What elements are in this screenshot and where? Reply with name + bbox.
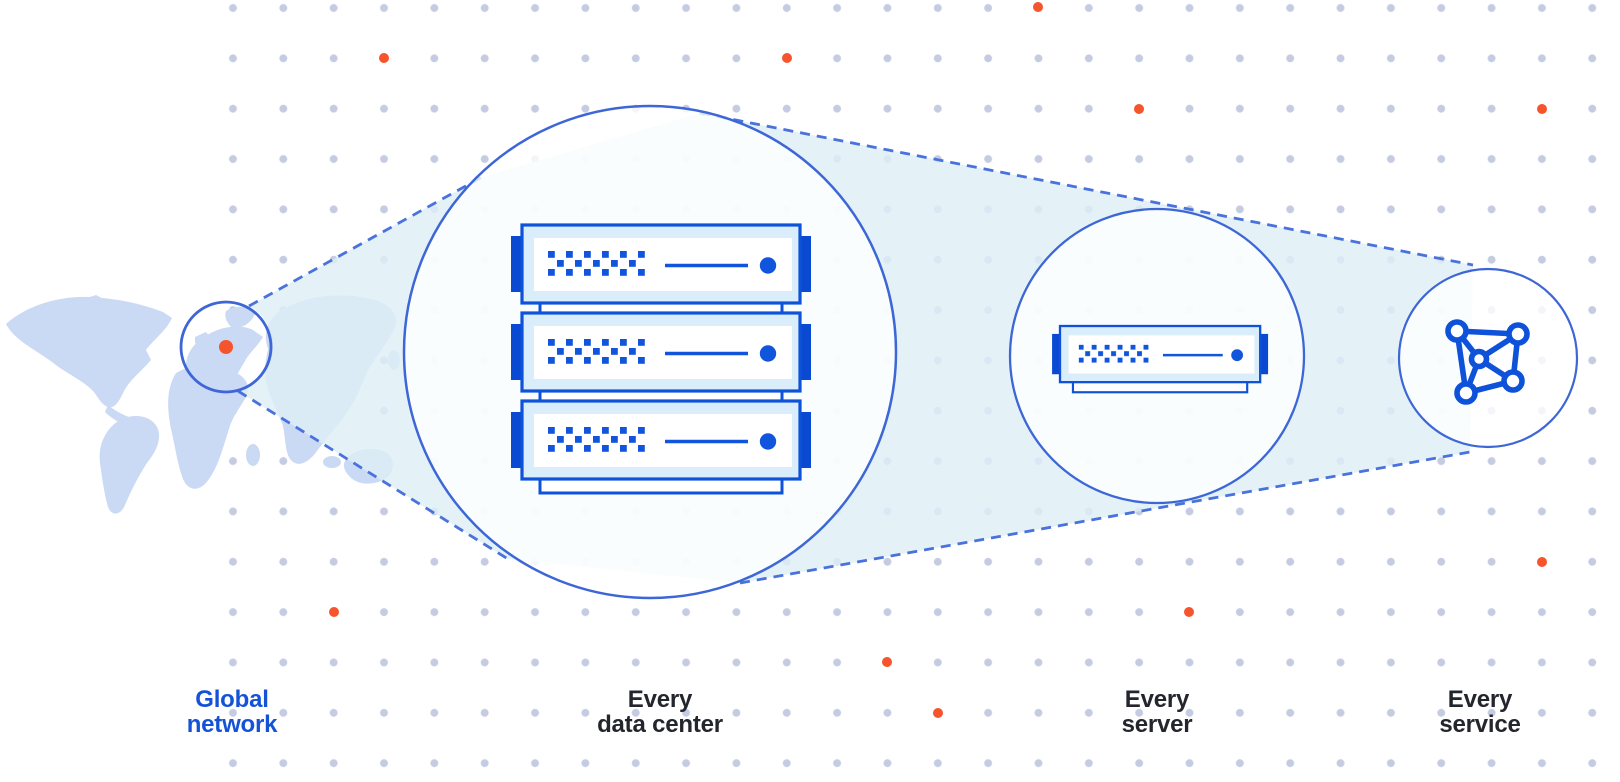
accent-dots bbox=[329, 2, 1547, 718]
label-line: network bbox=[186, 711, 278, 738]
server-rack-icon bbox=[509, 223, 813, 495]
label-line: Global bbox=[195, 686, 269, 713]
server-unit-icon bbox=[1050, 324, 1270, 394]
stage-label-every-data-center: Every data center bbox=[540, 687, 780, 737]
stage-label-every-server: Every server bbox=[1037, 687, 1277, 737]
label-line: Every bbox=[1447, 686, 1513, 713]
stage-label-global-network: Global network bbox=[112, 687, 352, 737]
label-line: server bbox=[1121, 711, 1193, 738]
location-marker-icon bbox=[219, 340, 233, 354]
stage-label-every-service: Every service bbox=[1360, 687, 1600, 737]
magnify-circle-icon bbox=[179, 300, 273, 394]
label-line: Every bbox=[627, 686, 693, 713]
label-line: data center bbox=[597, 711, 723, 738]
dashed-connector-lines bbox=[237, 111, 1474, 585]
label-line: service bbox=[1439, 711, 1521, 738]
label-line: Every bbox=[1124, 686, 1190, 713]
network-graph-icon bbox=[1445, 319, 1530, 405]
